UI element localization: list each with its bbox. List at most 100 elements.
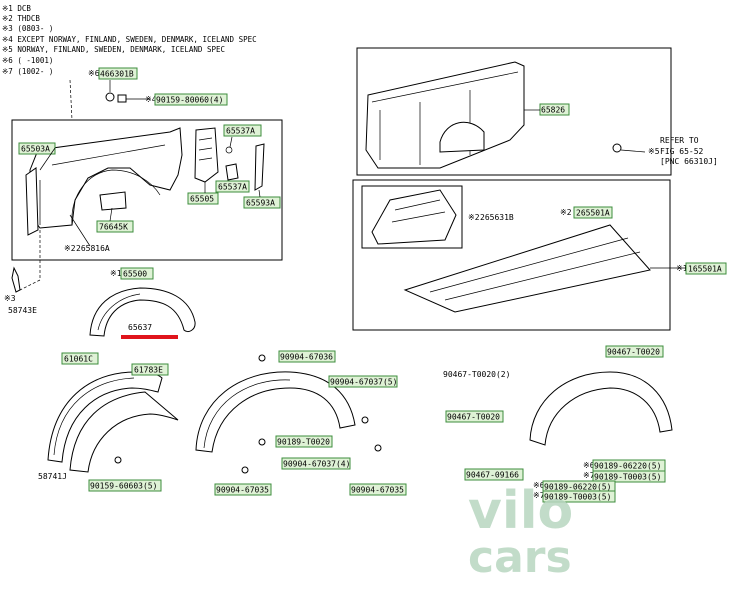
part-label-65826[interactable]: 65826 [541,106,565,115]
marker-265816a: ※2 [64,244,76,253]
label-box [542,490,616,503]
notes-block: ※1 DCB ※2 THDCB ※3 (0803- ) ※4 EXCEPT NO… [2,4,257,76]
part-label-265631b[interactable]: 265631B [480,213,514,222]
clip-icon [258,438,266,446]
part-label-58741j[interactable]: 58741J [38,472,67,481]
part-label-65637[interactable]: 65637 [128,323,152,332]
label-box [349,483,407,496]
liner-rib [97,293,141,331]
part-label-65537a-bottom[interactable]: 65537A [218,183,247,192]
note-1: ※1 DCB [2,4,31,13]
inner-liner-group: 90467-T0020 90467-T0020(2) 90467-T0020 9… [443,345,673,503]
label-box [187,192,219,205]
part-label-90904-67037-5[interactable]: 90904-67037(5) [330,378,397,387]
part-label-90189-06220-b[interactable]: 90189-06220(5) [544,483,611,492]
bed-side-group: 65826 [356,47,672,176]
part-label-65500[interactable]: 65500 [123,270,147,279]
fender-crease [51,144,166,166]
part-label-466301b[interactable]: 466301B [100,70,134,79]
label-box [605,345,664,358]
label-box [154,93,228,106]
bed-side-frame [356,47,672,176]
part-label-90467-t0020-2[interactable]: 90467-T0020(2) [443,370,510,379]
floor-panel-265501a [403,224,651,313]
inner-liner-65637 [89,287,196,337]
part-label-90904-67035-a[interactable]: 90904-67035 [216,486,269,495]
watermark-line-1: vilo [468,481,573,541]
clip-icon [361,416,369,424]
clip-icon [374,444,382,452]
part-label-90189-t0003-b[interactable]: 90189-T0003(5) [544,493,611,502]
bracket-65505 [194,127,219,183]
marker-90189-06220-a: ※6 [583,461,595,470]
marker-165501a: ※1 [676,264,688,273]
clip-icon [114,456,122,464]
part-label-90189-t0020[interactable]: 90189-T0020 [277,438,330,447]
label-box [275,435,333,448]
label-box [445,410,504,423]
fender-group: 65503A 65537A 65537A 65505 65593A 76645K… [11,119,283,280]
bed-floor-frame [352,179,671,331]
refer-line-1: REFER TO [660,136,699,145]
part-label-90467-09166[interactable]: 90467-09166 [466,471,519,480]
note-3: ※3 (0803- ) [2,24,53,33]
part-label-61783e[interactable]: 61783E [134,366,163,375]
panel-ribs [391,199,446,223]
part-label-76645k[interactable]: 76645K [99,223,128,232]
part-label-90904-67036[interactable]: 90904-67036 [280,353,333,362]
leader [39,147,56,171]
watermark-line-2: cars [468,532,572,583]
refer-line-3[interactable]: [PNC 66310J] [660,157,718,166]
label-box [131,363,169,376]
refer-line-2[interactable]: FIG 65-52 [660,147,704,156]
floor-ribs [429,237,641,301]
note-6: ※6 ( -1001) [2,56,53,65]
label-box [215,180,250,193]
flare-61783e [69,391,179,473]
clip-58743e [11,266,21,293]
mudguard-edge [203,379,291,449]
part-label-90467-t0020-mid[interactable]: 90467-T0020 [447,413,500,422]
part-label-90467-t0020-top[interactable]: 90467-T0020 [607,348,660,357]
liner-group: ※3 58743E 65637 [4,230,196,339]
mudguard-group: 90904-67036 90904-67037(5) 90189-T0020 9… [195,350,407,496]
note-2: ※2 THDCB [2,14,40,23]
label-box [243,196,281,209]
bed-rail [371,71,519,103]
label-box [214,483,272,496]
clip-65537a-hole [225,146,233,154]
part-label-65593a[interactable]: 65593A [246,199,275,208]
part-label-90159-80060[interactable]: 90159-80060(4) [156,96,223,105]
part-label-90904-67037-4[interactable]: 90904-67037(4) [283,460,350,469]
flare-61061c [47,371,163,463]
label-box [223,124,262,137]
watermark: vilo cars [468,481,573,583]
clip-65537a [225,163,239,181]
label-box [685,262,727,275]
part-label-90159-60603[interactable]: 90159-60603(5) [90,482,157,491]
part-label-90189-06220-a[interactable]: 90189-06220(5) [594,462,661,471]
part-label-65503a[interactable]: 65503A [21,145,50,154]
part-label-90904-67035-b[interactable]: 90904-67035 [351,486,404,495]
stay-65593a [254,143,265,191]
label-box [592,470,666,483]
marker-90189-t0003-b: ※7 [533,491,545,500]
part-label-165501a[interactable]: 165501A [688,265,722,274]
part-label-61061c[interactable]: 61061C [64,355,93,364]
part-label-265501a[interactable]: 265501A [576,209,610,218]
label-box [464,468,524,481]
highlight-underline [121,335,178,339]
part-label-265816a[interactable]: 265816A [76,244,110,253]
label-box [96,220,134,233]
part-label-65505[interactable]: 65505 [190,195,214,204]
dashed-leader [69,79,73,121]
part-label-58743e[interactable]: 58743E [8,306,37,315]
part-label-65537a-top[interactable]: 65537A [226,127,255,136]
part-label-90189-t0003-a[interactable]: 90189-T0003(5) [594,473,661,482]
fender-end-panel [25,167,39,236]
leader [258,189,261,198]
label-box [61,352,99,365]
label-box [328,375,398,388]
label-box [120,267,154,280]
